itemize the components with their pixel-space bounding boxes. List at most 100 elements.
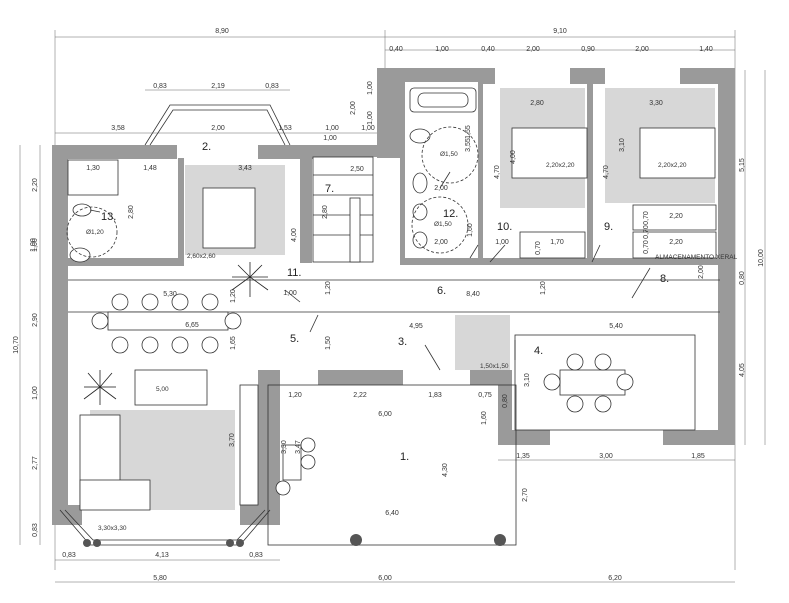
dim: 0,83 <box>62 552 76 559</box>
storage-boxes <box>519 204 717 259</box>
living-bay-window <box>59 509 271 547</box>
dim: 2,20 <box>669 239 683 246</box>
dim: 4,13 <box>155 552 169 559</box>
bottom-dimensions: 1,35 3,00 1,85 0,83 4,13 0,83 5,80 6,00 … <box>55 453 735 583</box>
dim: 2,00 <box>350 101 357 115</box>
dim: 2,77 <box>32 456 39 470</box>
dim: 1,00 <box>32 238 39 252</box>
bed-9-label: 2,20x2,20 <box>658 162 687 169</box>
furniture-notes: 3,30x3,30 2,60x2,60 2,20x2,20 2,20x2,20 … <box>86 151 738 532</box>
bed-10-label: 2,20x2,20 <box>546 162 575 169</box>
room-6-label: 6. <box>437 285 446 297</box>
room-8-label: 8. <box>660 273 669 285</box>
dim: 1,20 <box>325 281 332 295</box>
inner-dimensions: 1,48 1,30 3,43 2,80 2,80 4,00 2,50 1,20 … <box>30 100 705 517</box>
dim: 3,55 <box>465 138 472 152</box>
room-labels: 1. 2. 3. 4. 5. 6. 7. 8. 9. 10. 11. 12. 1… <box>101 141 669 463</box>
dim: 1,83 <box>428 392 442 399</box>
dim: 1,35 <box>516 453 530 460</box>
dim: 0,70 <box>535 241 542 255</box>
terrace-table <box>275 437 316 496</box>
dim: 6,00 <box>378 575 392 582</box>
room-7-label: 7. <box>325 183 334 195</box>
dim: 2,00 <box>635 46 649 53</box>
dim: 0,80 <box>739 271 746 285</box>
dim: 2,00 <box>526 46 540 53</box>
dim-total-right: 9,10 <box>553 28 567 35</box>
room-9-label: 9. <box>604 221 613 233</box>
room-1-label: 1. <box>400 451 409 463</box>
dim: 4,70 <box>494 165 501 179</box>
dining-set-right <box>543 353 634 413</box>
dim: 3,70 <box>229 433 236 447</box>
room-4-label: 4. <box>534 345 543 357</box>
room-3-label: 3. <box>398 336 407 348</box>
dim: 2,70 <box>522 488 529 502</box>
dim: 0,83 <box>153 83 167 90</box>
dim: 0,83 <box>265 83 279 90</box>
dim: 3,00 <box>599 453 613 460</box>
circle-13-label: Ø1,20 <box>86 229 104 236</box>
dim: 1,00 <box>361 125 375 132</box>
dim: 4,95 <box>409 323 423 330</box>
room-13-label: 13. <box>101 211 116 223</box>
dim: 1,50 <box>325 336 332 350</box>
dim: 6,00 <box>378 411 392 418</box>
dim: 0,75 <box>478 392 492 399</box>
dim-total-left: 8,90 <box>215 28 229 35</box>
dim: 0,40 <box>389 46 403 53</box>
dim: 1,65 <box>230 336 237 350</box>
room-5-label: 5. <box>290 333 299 345</box>
dim: 3,58 <box>111 125 125 132</box>
dim: 6,40 <box>385 510 399 517</box>
corridor <box>68 279 720 431</box>
dim: 1,00 <box>495 239 509 246</box>
dim: 4,00 <box>291 228 298 242</box>
storage-label: ALMACENAMENTO XERAL <box>655 254 738 261</box>
dim: 3,10 <box>524 373 531 387</box>
circle-bath-label: Ø1,50 <box>440 151 458 158</box>
dim: 2,00 <box>698 265 705 279</box>
dim: 1,40 <box>699 46 713 53</box>
dim: 0,70 <box>643 225 650 239</box>
room-10-label: 10. <box>497 221 512 233</box>
dim: 0,80 <box>502 394 509 408</box>
dim: 1,00 <box>32 386 39 400</box>
dim: 1,00 <box>323 135 337 142</box>
dim: 2,19 <box>211 83 225 90</box>
dim: 4,00 <box>510 150 517 164</box>
room-12-label: 12. <box>443 208 458 220</box>
dim-left-total: 10,70 <box>13 336 20 354</box>
bathroom-fixtures <box>66 87 479 263</box>
dim: 5,15 <box>739 158 746 172</box>
dim: 1,48 <box>143 165 157 172</box>
dim: 0,70 <box>643 240 650 254</box>
dim: 2,20 <box>32 178 39 192</box>
dim: 3,30 <box>649 100 663 107</box>
dim: 3,43 <box>238 165 252 172</box>
dim: 4,70 <box>603 165 610 179</box>
dim: 1,20 <box>288 392 302 399</box>
dim: 1,00 <box>283 290 297 297</box>
dim: 6,20 <box>608 575 622 582</box>
dim: 1,53 <box>278 125 292 132</box>
dim: 0,90 <box>581 46 595 53</box>
plants <box>83 262 269 405</box>
beds <box>202 127 716 249</box>
room-11-label: 11. <box>287 267 301 279</box>
dim: 2,50 <box>350 166 364 173</box>
dim: 3,10 <box>619 138 626 152</box>
dim: 0,83 <box>249 552 263 559</box>
dim: 2,80 <box>128 205 135 219</box>
rug-living-label: 3,30x3,30 <box>98 525 127 532</box>
dim: 1,70 <box>550 239 564 246</box>
dim: 0,40 <box>481 46 495 53</box>
rug-bed2-label: 2,60x2,60 <box>187 253 216 260</box>
dim-right-total: 10,00 <box>758 249 765 267</box>
stairs <box>312 156 374 263</box>
dim: 3,30 <box>281 440 288 454</box>
door-swings <box>89 171 651 371</box>
dim: 2,80 <box>530 100 544 107</box>
dim: 8,40 <box>466 291 480 298</box>
dim: 4,05 <box>739 363 746 377</box>
